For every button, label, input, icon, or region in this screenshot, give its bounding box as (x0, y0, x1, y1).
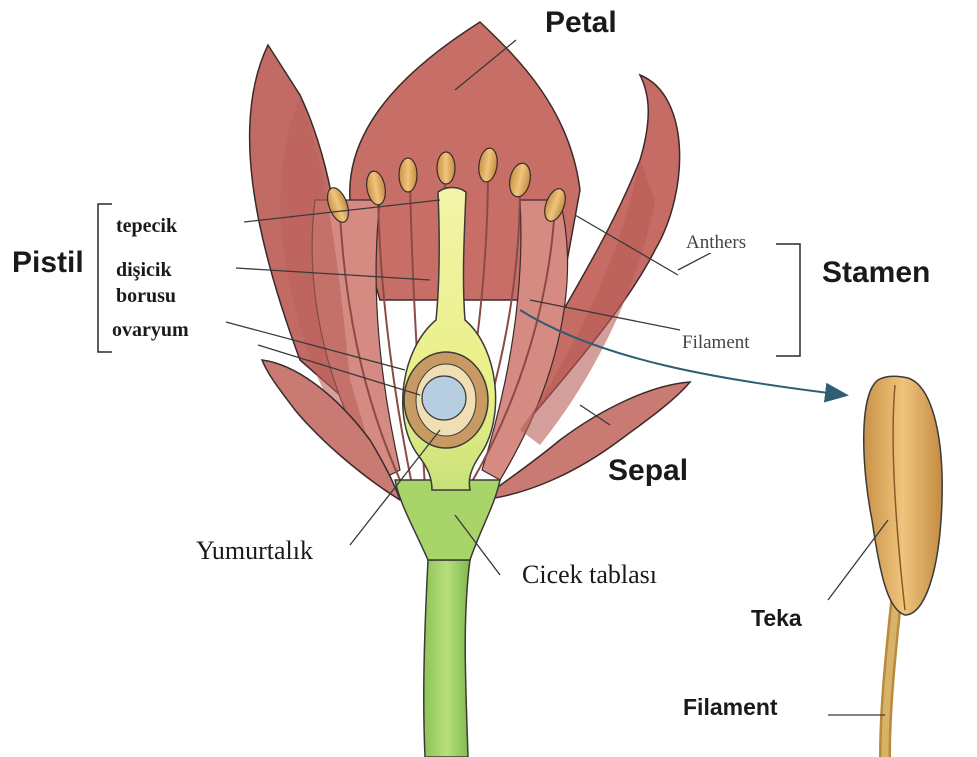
ovule (422, 376, 466, 420)
detached-stamen (864, 376, 942, 757)
stem (424, 560, 470, 757)
filament-label-flower: Filament (680, 332, 752, 353)
disicik-label: dişicik (112, 258, 176, 282)
borusu-label: borusu (112, 284, 180, 308)
sepal-label: Sepal (608, 456, 688, 486)
yumurtalik-label: Yumurtalık (192, 536, 317, 566)
receptacle (395, 480, 500, 560)
filament-label-stamen: Filament (680, 695, 781, 720)
tepecik-label: tepecik (112, 214, 181, 238)
anthers-label: Anthers (684, 232, 748, 253)
teka-label: Teka (748, 606, 805, 631)
pistil-label: Pistil (12, 248, 84, 278)
ovaryum-label: ovaryum (108, 318, 193, 342)
stamen-label: Stamen (822, 258, 930, 288)
petal-label: Petal (545, 8, 617, 38)
cicek-tablasi-label: Cicek tablası (518, 560, 661, 590)
